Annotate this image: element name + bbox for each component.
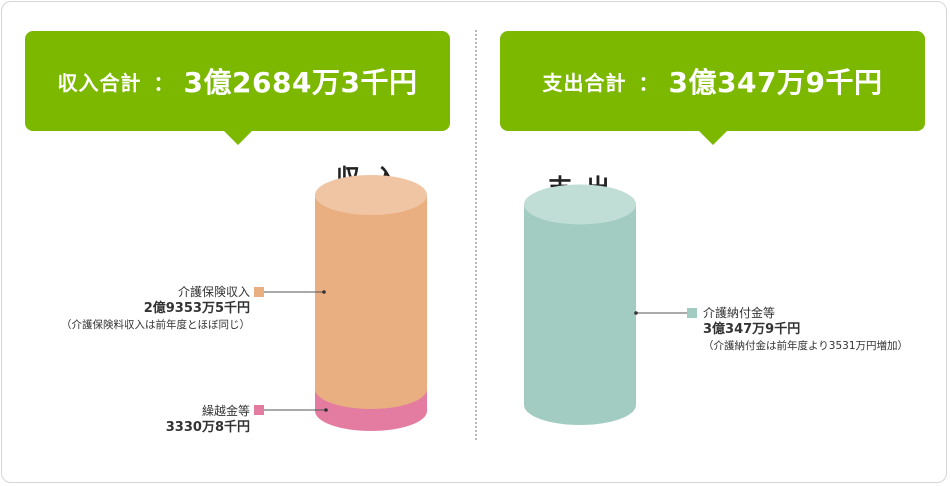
legend-insurance-income-note: （介護保険料収入は前年度とほぼ同じ）: [61, 318, 250, 331]
legend-carryover-amount: 3330万8千円: [165, 420, 250, 436]
leader-dot-carryover: [324, 408, 328, 412]
annotation-insurance-income: 介護保険収入 2億9353万5千円 （介護保険料収入は前年度とほぼ同じ）: [60, 284, 250, 332]
income-cylinder: [315, 175, 427, 431]
legend-insurance-income-label: 介護保険収入: [177, 285, 250, 299]
expense-cylinder: [524, 184, 636, 425]
legend-carryover-label: 繰越金等: [201, 404, 250, 418]
leader-lines: [254, 287, 697, 415]
legend-expense-amount: 3億347万9千円: [703, 322, 801, 338]
leader-dot-expense: [634, 311, 638, 315]
center-divider: [475, 30, 477, 440]
bar-expense-top: [524, 184, 636, 225]
leader-dot-insurance-income: [322, 290, 326, 294]
legend-expense-note: （介護納付金は前年度より3531万円増加）: [703, 339, 909, 352]
annotation-expense: 介護納付金等 3億347万9千円 （介護納付金は前年度より3531万円増加）: [703, 305, 933, 353]
expense-total-label: 支出合計: [542, 70, 627, 95]
bar-insurance-income: [315, 195, 427, 409]
legend-insurance-income-amount: 2億9353万5千円: [143, 301, 250, 317]
expense-total-colon: ：: [638, 70, 659, 95]
income-total-banner: 収入合計 ： 3億2684万3千円: [25, 31, 450, 145]
income-total-colon: ：: [153, 70, 174, 95]
legend-swatch-carryover: [254, 405, 264, 415]
annotation-carryover: 繰越金等 3330万8千円: [60, 403, 250, 437]
income-total-label: 収入合計: [57, 70, 142, 95]
income-total-value: 3億2684万3千円: [183, 66, 418, 99]
legend-expense-label: 介護納付金等: [703, 306, 776, 320]
legend-swatch-insurance-income: [254, 287, 264, 297]
bar-expense: [524, 204, 636, 425]
legend-swatch-expense: [687, 308, 697, 318]
expense-total-banner: 支出合計 ： 3億347万9千円: [500, 31, 925, 145]
bar-insurance-income-top: [315, 175, 427, 215]
expense-total-value: 3億347万9千円: [668, 66, 883, 99]
